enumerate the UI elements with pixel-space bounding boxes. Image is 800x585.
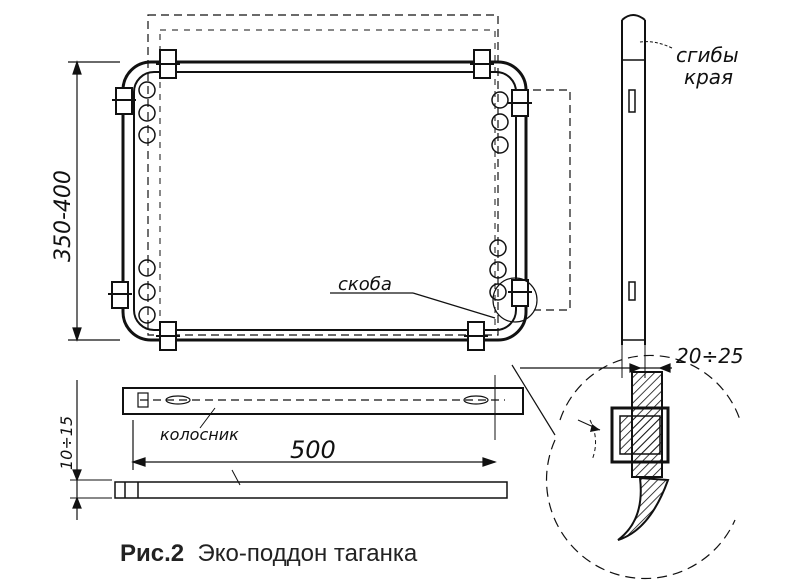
frame-height-dimension — [72, 380, 82, 520]
frame-outer — [121, 60, 528, 342]
bracket-detail — [545, 354, 741, 580]
figure-caption: Рис.2 Эко-поддон таганка — [120, 540, 417, 568]
side-profile — [621, 14, 646, 378]
gap-dimension-label: 20÷25 — [676, 344, 744, 368]
grate-label: колосник — [160, 425, 239, 444]
bends-label-line2: края — [684, 65, 733, 89]
detail-marker — [492, 277, 538, 323]
gap-dimension — [520, 363, 672, 373]
bottom-profile — [70, 469, 508, 499]
height-dimension-label: 350-400 — [51, 170, 76, 262]
corner-brackets — [108, 49, 532, 351]
hidden-grate-outline — [147, 14, 499, 336]
bends-leader — [639, 41, 673, 49]
front-view — [122, 375, 524, 440]
length-dimension-label: 500 — [290, 436, 336, 464]
figure-number: Рис.2 — [120, 540, 185, 567]
hidden-offset-outline — [520, 89, 571, 311]
frame-height-dimension-label: 10÷15 — [57, 416, 76, 470]
grate-leader — [199, 407, 216, 429]
plan-view — [108, 14, 571, 351]
bracket-label: скоба — [338, 274, 392, 295]
height-dimension — [68, 60, 120, 342]
hidden-grate-outline-2 — [159, 29, 496, 331]
frame-inner — [133, 71, 517, 331]
bends-label: сгибы — [676, 43, 739, 67]
grate-holes — [138, 81, 509, 324]
length-dimension — [131, 420, 497, 470]
gap-leader — [511, 364, 556, 436]
bracket-leader-2 — [412, 292, 496, 319]
figure-title: Эко-поддон таганка — [197, 540, 418, 567]
